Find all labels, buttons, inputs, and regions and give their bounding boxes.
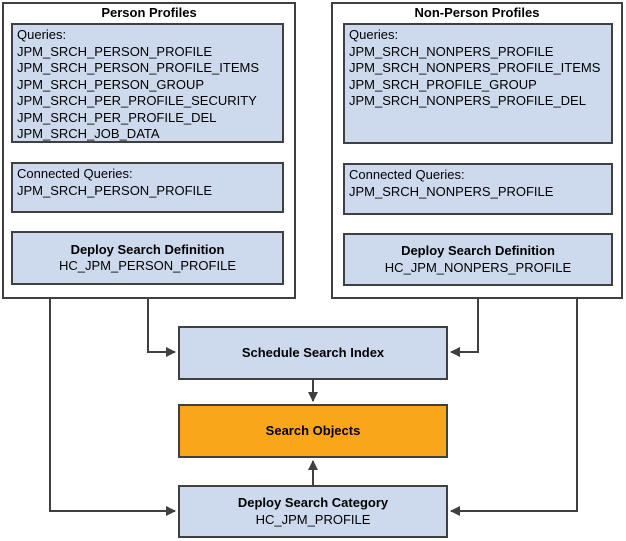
connected-query-item: JPM_SRCH_NONPERS_PROFILE: [349, 183, 554, 199]
query-item: JPM_SRCH_NONPERS_PROFILE_ITEMS: [349, 60, 601, 75]
connector-nonperson-panel-to-schedule: [450, 299, 479, 357]
person-queries-box: Queries: JPM_SRCH_PERSON_PROFILE JPM_SRC…: [11, 23, 284, 143]
queries-heading: Queries:: [349, 27, 399, 42]
deploy-definition-value: HC_JPM_PERSON_PROFILE: [59, 258, 236, 273]
query-item: JPM_SRCH_NONPERS_PROFILE_DEL: [349, 93, 586, 108]
connector-person-panel-to-schedule: [147, 299, 176, 357]
query-item: JPM_SRCH_PER_PROFILE_DEL: [17, 109, 217, 125]
connected-queries-heading: Connected Queries:: [17, 166, 133, 181]
deploy-definition-title: Deploy Search Definition: [70, 241, 225, 257]
connected-query-item: JPM_SRCH_PERSON_PROFILE: [17, 182, 213, 198]
deploy-search-category-box: Deploy Search Category HC_JPM_PROFILE: [178, 485, 448, 538]
query-item: JPM_SRCH_JOB_DATA: [17, 126, 160, 141]
query-item: JPM_SRCH_PERSON_PROFILE_ITEMS: [17, 60, 260, 75]
connector-nonperson-panel-to-category: [450, 299, 578, 516]
query-item: JPM_SRCH_PERSON_PROFILE: [17, 43, 213, 59]
query-item: JPM_SRCH_PERSON_GROUP: [17, 76, 205, 92]
schedule-search-index-box: Schedule Search Index: [178, 326, 448, 380]
nonperson-queries-box: Queries: JPM_SRCH_NONPERS_PROFILE JPM_SR…: [343, 23, 613, 144]
person-deploy-definition-box: Deploy Search Definition HC_JPM_PERSON_P…: [11, 231, 284, 285]
deploy-search-category-value: HC_JPM_PROFILE: [255, 511, 371, 527]
nonperson-profiles-title: Non-Person Profiles: [414, 5, 540, 20]
query-item: JPM_SRCH_PER_PROFILE_SECURITY: [17, 93, 257, 108]
person-connected-queries-box: Connected Queries: JPM_SRCH_PERSON_PROFI…: [11, 162, 284, 213]
search-objects-box: Search Objects: [178, 404, 448, 458]
nonperson-connected-queries-box: Connected Queries: JPM_SRCH_NONPERS_PROF…: [343, 163, 613, 215]
query-item: JPM_SRCH_NONPERS_PROFILE: [349, 43, 554, 59]
deploy-definition-value: HC_JPM_NONPERS_PROFILE: [384, 259, 572, 275]
connected-queries-heading: Connected Queries:: [349, 167, 465, 182]
schedule-search-index-label: Schedule Search Index: [241, 344, 385, 360]
queries-heading: Queries:: [17, 27, 67, 42]
deploy-definition-title: Deploy Search Definition: [401, 243, 555, 258]
person-profiles-title: Person Profiles: [101, 5, 197, 20]
query-item: JPM_SRCH_PROFILE_GROUP: [349, 76, 537, 92]
nonperson-deploy-definition-box: Deploy Search Definition HC_JPM_NONPERS_…: [343, 233, 613, 286]
deploy-search-category-title: Deploy Search Category: [237, 495, 389, 510]
search-objects-label: Search Objects: [265, 422, 361, 438]
connector-person-panel-to-category: [49, 299, 176, 516]
